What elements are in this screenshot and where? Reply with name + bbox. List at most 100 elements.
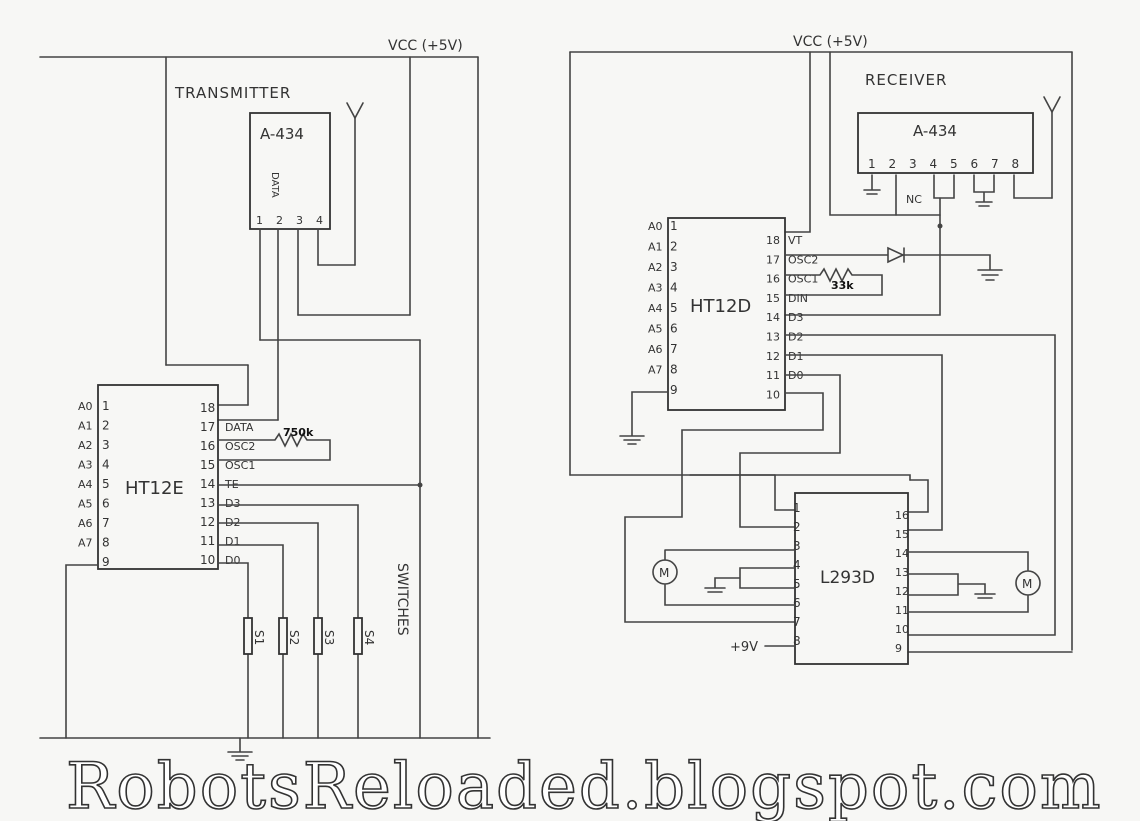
pin-name: A6 xyxy=(78,517,93,530)
pin-number: 15 xyxy=(895,528,909,541)
drv-right-ground-icon xyxy=(907,573,996,599)
pin-number: 14 xyxy=(200,477,215,491)
pin-name: A5 xyxy=(648,323,663,336)
module-pin-number: 4 xyxy=(930,157,938,171)
pin-number: 1 xyxy=(102,399,110,413)
rx-module-box xyxy=(857,112,1034,174)
pin-name: DATA xyxy=(225,421,254,434)
pin-name: D1 xyxy=(788,350,803,363)
pin-number: 12 xyxy=(895,585,909,598)
module-pin-number: 2 xyxy=(889,157,897,171)
tx-title: TRANSMITTER xyxy=(174,84,291,102)
pin-name: A2 xyxy=(648,261,663,274)
pin-name: A1 xyxy=(648,241,663,254)
pin-number: 12 xyxy=(200,515,215,529)
tx-resistor xyxy=(217,432,331,461)
rx-ground-icon xyxy=(863,174,881,195)
rx-title: RECEIVER xyxy=(865,71,947,89)
tx-antenna-icon xyxy=(346,102,364,120)
rx-led-icon xyxy=(784,246,1003,281)
right-motor-label: M xyxy=(1022,577,1032,591)
module-pin-number: 1 xyxy=(256,214,263,227)
module-pin-number: 7 xyxy=(991,157,999,171)
pin-name: D1 xyxy=(225,535,240,548)
pin-number: 17 xyxy=(766,253,780,266)
watermark: RobotsReloaded.blogspot.com xyxy=(66,750,1103,821)
rx-resistor xyxy=(784,267,883,296)
module-pin-number: 3 xyxy=(296,214,303,227)
pin-number: 3 xyxy=(670,260,678,274)
tx-vcc-label: VCC (+5V) xyxy=(388,38,463,54)
pin-name: DIN xyxy=(788,292,808,305)
rx-ground-icon xyxy=(619,391,669,445)
pin-number: 6 xyxy=(793,596,801,610)
module-pin-number: 2 xyxy=(276,214,283,227)
pin-name: D2 xyxy=(788,331,803,344)
pin-number: 14 xyxy=(895,547,909,560)
pin-number: 2 xyxy=(102,419,110,433)
pin-number: 4 xyxy=(793,558,801,572)
module-pin-number: 3 xyxy=(909,157,917,171)
pin-name: D0 xyxy=(225,554,240,567)
rx-resistor-value: 33k xyxy=(831,279,854,292)
switch-icon xyxy=(278,617,288,655)
switch-label: S3 xyxy=(322,630,336,645)
pin-name: OSC1 xyxy=(788,273,818,286)
pin-number: 16 xyxy=(200,439,215,453)
l293d-chip xyxy=(794,492,909,665)
tx-module-box xyxy=(249,112,331,230)
pin-number: 13 xyxy=(766,331,780,344)
pin-number: 1 xyxy=(670,219,678,233)
supply-label: +9V xyxy=(730,640,758,655)
pin-number: 11 xyxy=(200,534,215,548)
pin-name: A6 xyxy=(648,343,663,356)
pin-number: 11 xyxy=(766,369,780,382)
pin-name: OSC2 xyxy=(225,440,255,453)
switch-icon xyxy=(243,617,253,655)
module-pin-number: 1 xyxy=(868,157,876,171)
pin-name: A0 xyxy=(648,220,663,233)
pin-name: A7 xyxy=(78,537,93,550)
pin-number: 10 xyxy=(895,623,909,636)
module-pin-number: 4 xyxy=(316,214,323,227)
pin-number: 9 xyxy=(670,383,678,397)
pin-number: 8 xyxy=(102,536,110,550)
pin-number: 5 xyxy=(102,477,110,491)
pin-number: 12 xyxy=(766,350,780,363)
rx-vcc-label: VCC (+5V) xyxy=(793,34,868,50)
module-pin-number: 8 xyxy=(1012,157,1020,171)
switch-icon xyxy=(353,617,363,655)
pin-name: VT xyxy=(788,234,803,247)
pin-number: 5 xyxy=(670,301,678,315)
pin-number: 16 xyxy=(895,509,909,522)
pin-number: 15 xyxy=(766,292,780,305)
pin-number: 7 xyxy=(793,615,801,629)
ht12e-name: HT12E xyxy=(125,478,184,499)
l293d-name: L293D xyxy=(820,568,875,588)
pin-name: A3 xyxy=(78,459,93,472)
pin-number: 13 xyxy=(200,496,215,510)
rx-nc-label: NC xyxy=(906,193,922,206)
pin-number: 1 xyxy=(793,501,801,515)
tx-module-name: A-434 xyxy=(260,125,304,143)
rx-ground-icon xyxy=(973,174,995,207)
pin-name: OSC1 xyxy=(225,459,255,472)
pin-number: 6 xyxy=(670,322,678,336)
pin-number: 8 xyxy=(793,634,801,648)
pin-name: A4 xyxy=(78,478,93,491)
drv-left-ground-icon xyxy=(704,567,796,593)
pin-number: 2 xyxy=(670,240,678,254)
pin-number: 8 xyxy=(670,363,678,377)
pin-name: D3 xyxy=(225,497,240,510)
pin-number: 2 xyxy=(793,520,801,534)
pin-number: 7 xyxy=(670,342,678,356)
pin-number: 15 xyxy=(200,458,215,472)
tx-ground-icon xyxy=(227,737,253,761)
pin-number: 18 xyxy=(200,401,215,415)
